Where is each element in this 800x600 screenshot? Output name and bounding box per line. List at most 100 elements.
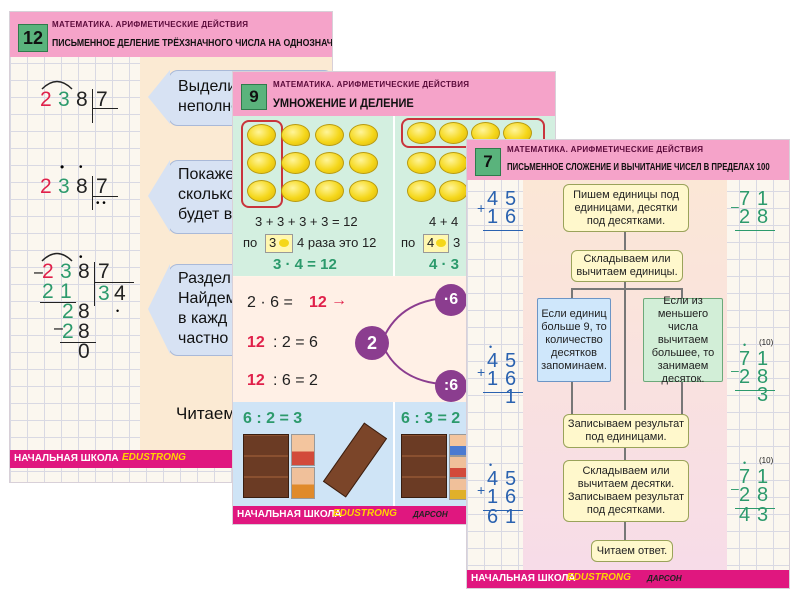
poster-footer: НАЧАЛЬНАЯ ШКОЛА EDUSTRONG ДАРСОН <box>467 570 789 588</box>
digit: 2 <box>62 320 74 343</box>
digit: 2 <box>62 300 74 323</box>
right-sum: 4 + 4 <box>429 214 459 229</box>
poster-subject: МАТЕМАТИКА. АРИФМЕТИЧЕСКИЕ ДЕЙСТВИЯ <box>273 80 470 89</box>
lemon-icon <box>349 124 378 146</box>
step-text-2b: сколько <box>178 186 236 203</box>
lemon-icon <box>407 122 436 144</box>
dot-icon: • <box>116 306 120 316</box>
right-by-badge: 4 <box>423 234 449 253</box>
borrow-note: (10) <box>759 338 774 347</box>
digit: 5 <box>505 468 517 490</box>
flow-step-3: Записываем результат под единицами. <box>563 414 689 448</box>
lemon-icon <box>407 152 436 174</box>
left-by-badge: 3 <box>265 234 293 253</box>
lemon-icon <box>436 239 446 247</box>
poster-subject: МАТЕМАТИКА. АРИФМЕТИЧЕСКИЕ ДЕЙСТВИЯ <box>52 20 249 29</box>
digit: 2 <box>739 484 751 506</box>
digit: 2 <box>739 366 751 388</box>
division-bar <box>94 262 95 306</box>
circle-two-label: 2 <box>366 332 377 353</box>
digit: 4 <box>739 504 751 526</box>
circle-mult-label: ·6 <box>443 291 459 308</box>
left-by-number: 3 <box>269 235 277 250</box>
remainder: 0 <box>78 340 90 363</box>
left-by: по <box>243 235 258 250</box>
digit: 8 <box>76 88 88 111</box>
chocolate-divider <box>393 402 395 506</box>
step-text-3a: Раздели <box>178 270 240 287</box>
step-arrow-1 <box>148 70 170 124</box>
chocolate-bar-icon <box>401 434 447 498</box>
digit: 4 <box>487 188 499 210</box>
flow-connector <box>681 288 683 298</box>
digit: 7 <box>739 188 751 210</box>
flow-connector <box>624 280 626 410</box>
division-line <box>92 196 118 197</box>
underline <box>735 230 775 231</box>
step-text-1a: Выдели <box>178 78 237 95</box>
digit: 6 <box>505 206 517 228</box>
minus-sign: – <box>731 362 739 378</box>
underline <box>483 510 523 511</box>
digit: 1 <box>757 188 769 210</box>
circle-div-label: :6 <box>443 377 459 394</box>
child-photo-icon <box>291 467 315 499</box>
right-result: 4 · 3 <box>429 256 460 273</box>
digit: 8 <box>757 484 769 506</box>
step-arrow-2 <box>148 160 170 232</box>
circle-two: 2 <box>355 326 389 360</box>
digit: 1 <box>487 368 499 390</box>
lemon-icon <box>247 124 276 146</box>
footer-school: НАЧАЛЬНАЯ ШКОЛА <box>471 573 576 584</box>
flow-step-2: Складываем или вычитаем единицы. <box>571 250 683 282</box>
dot-icon: • <box>743 458 747 468</box>
right-by-number: 4 <box>427 235 435 250</box>
chocolate-right-eq: 6 : 3 = 2 <box>401 410 461 427</box>
quotient-digit: 3 <box>98 282 110 305</box>
digit: 6 <box>505 486 517 508</box>
plus-sign: + <box>477 200 486 216</box>
underline <box>483 230 523 231</box>
underline <box>735 508 775 509</box>
equation-3-left: 12 <box>247 372 265 389</box>
lemons-divider <box>393 116 395 276</box>
digit: 7 <box>739 348 751 370</box>
division-bar <box>92 176 93 210</box>
lemon-icon <box>247 152 276 174</box>
digit: 1 <box>487 206 499 228</box>
dot-icon: • <box>489 342 493 352</box>
digit: 8 <box>78 260 90 283</box>
division-line <box>94 282 134 283</box>
chocolate-bar-icon <box>243 434 289 498</box>
dot-icon: • <box>60 160 65 174</box>
minus-sign: – <box>34 264 43 281</box>
footer-school: НАЧАЛЬНАЯ ШКОЛА <box>237 509 342 520</box>
underline <box>40 302 76 303</box>
flow-connector <box>624 520 626 540</box>
dot-icon: • <box>743 340 747 350</box>
poster-header <box>467 140 789 180</box>
digit: 5 <box>505 350 517 372</box>
lemon-icon <box>349 180 378 202</box>
borrow-note: (10) <box>759 456 774 465</box>
poster-title: УМНОЖЕНИЕ И ДЕЛЕНИЕ <box>273 96 414 110</box>
dot-icon: • <box>79 162 83 173</box>
digit: 2 <box>40 175 52 198</box>
minus-sign: – <box>731 198 739 214</box>
lemon-icon <box>247 180 276 202</box>
flow-connector <box>624 446 626 460</box>
poster-number: 12 <box>18 24 48 52</box>
poster-header <box>233 72 555 116</box>
step-arrow-3 <box>148 264 170 354</box>
flow-connector <box>571 288 683 290</box>
footer-brand: EDUSTRONG <box>122 452 186 463</box>
digit: 2 <box>42 280 54 303</box>
lemon-icon <box>281 124 310 146</box>
digit: 8 <box>78 320 90 343</box>
digit: 8 <box>76 175 88 198</box>
left-sum: 3 + 3 + 3 + 3 = 12 <box>255 214 358 229</box>
digit: 1 <box>505 506 517 528</box>
footer-brand: EDUSTRONG <box>333 508 397 519</box>
digit: 3 <box>58 175 70 198</box>
lemon-icon <box>439 152 468 174</box>
